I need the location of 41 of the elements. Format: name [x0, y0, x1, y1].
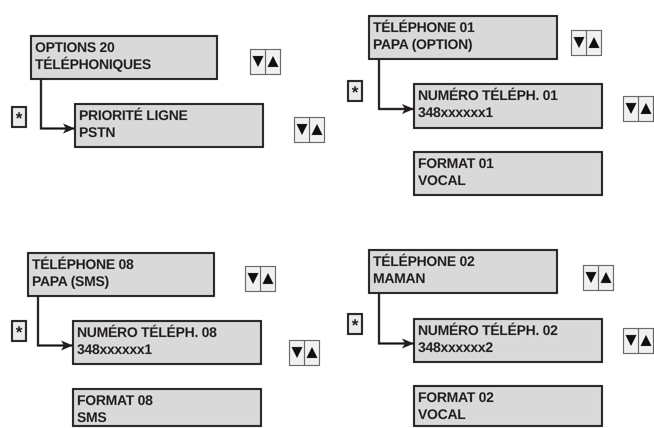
display-text: TÉLÉPHONE 02	[373, 253, 476, 270]
arrow	[378, 294, 414, 348]
display-screen	[368, 15, 558, 60]
display-text: TÉLÉPHONE 01	[373, 19, 476, 36]
display-screen	[72, 320, 262, 365]
display-text: OPTIONS 20	[35, 39, 116, 56]
display-screen	[74, 103, 264, 148]
display-text: VOCAL	[418, 406, 467, 423]
display-text: VOCAL	[418, 172, 467, 189]
display-screen	[72, 388, 262, 427]
arrow	[40, 80, 75, 134]
display-screen	[413, 318, 603, 363]
display-text: FORMAT 01	[418, 155, 495, 172]
display-text: NUMÉRO TÉLÉPH. 02	[418, 322, 559, 339]
display-text: SMS	[77, 409, 108, 426]
star-key: *	[347, 80, 363, 102]
display-text: TÉLÉPHONIQUES	[35, 56, 152, 73]
display-screen	[413, 83, 603, 129]
display-text: FORMAT 02	[418, 389, 495, 406]
star-key: *	[11, 320, 27, 342]
display-text: PAPA (OPTION)	[373, 36, 474, 53]
display-text: NUMÉRO TÉLÉPH. 01	[418, 87, 559, 104]
display-text: MAMAN	[373, 270, 426, 287]
display-text: PRIORITÉ LIGNE	[79, 107, 189, 124]
display-text: TÉLÉPHONE 08	[32, 256, 134, 273]
display-text: 348xxxxxx2	[418, 339, 494, 356]
display-text: 348xxxxxx1	[77, 341, 153, 358]
arrow	[36, 297, 73, 350]
display-screen	[368, 249, 558, 294]
display-text: FORMAT 08	[77, 392, 154, 409]
display-screen	[413, 385, 603, 427]
display-screen	[30, 35, 218, 80]
display-screen	[413, 151, 603, 196]
display-screen	[27, 252, 215, 297]
display-text: PAPA (SMS)	[32, 273, 110, 290]
arrow	[378, 60, 414, 114]
display-text: 348xxxxxx1	[418, 104, 494, 121]
star-key: *	[347, 313, 363, 335]
display-text: PSTN	[79, 124, 116, 141]
star-key: *	[11, 106, 27, 128]
display-text: NUMÉRO TÉLÉPH. 08	[77, 324, 218, 341]
